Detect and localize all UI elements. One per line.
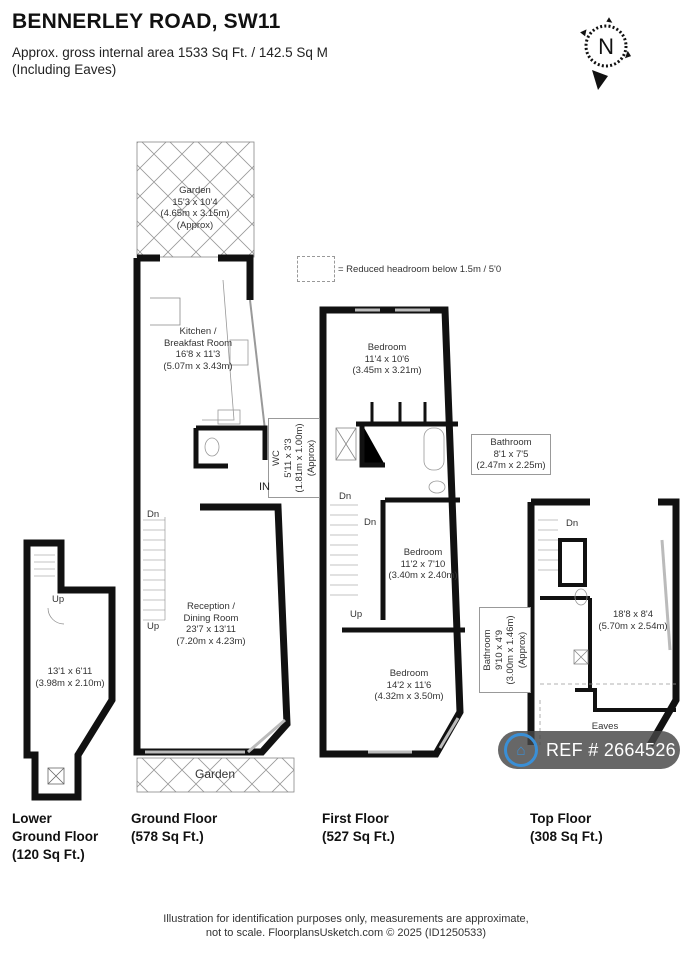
floor-name-lower-ground: Lower Ground Floor (120 Sq Ft.) bbox=[12, 811, 99, 862]
ff-stair-dn: Dn bbox=[339, 491, 352, 502]
lg-room-label: 13'1 x 6'11 (3.98m x 2.10m) bbox=[35, 666, 105, 689]
tf-bathroom-label: Bathroom 9'10 x 4'9 (3.00m x 1.46m) (App… bbox=[479, 607, 531, 693]
floor-name-first: First Floor (527 Sq Ft.) bbox=[322, 811, 395, 844]
gf-stair-dn: Dn bbox=[147, 509, 160, 520]
reception-label: Reception / Dining Room 23'7 x 13'11 (7.… bbox=[176, 601, 246, 647]
svg-text:N: N bbox=[598, 34, 614, 59]
garden-front-label: Garden bbox=[194, 767, 236, 781]
garden-rear-label: Garden 15'3 x 10'4 (4.65m x 3.15m) (Appr… bbox=[160, 185, 230, 231]
top-floor-plan bbox=[527, 498, 680, 747]
disclaimer: Illustration for identification purposes… bbox=[163, 913, 529, 939]
dashed-box-icon bbox=[297, 256, 335, 282]
headroom-legend: = Reduced headroom below 1.5m / 5'0 bbox=[297, 256, 501, 282]
ff-bedroom-1-label: Bedroom 11'4 x 10'6 (3.45m x 3.21m) bbox=[352, 342, 422, 376]
lower-ground-floor-plan bbox=[23, 539, 116, 801]
ff-bathroom-label: Bathroom 8'1 x 7'5 (2.47m x 2.25m) bbox=[471, 434, 551, 475]
lg-stair-up: Up bbox=[52, 594, 65, 605]
area-summary: Approx. gross internal area 1533 Sq Ft. … bbox=[12, 44, 328, 78]
first-floor-plan bbox=[319, 306, 465, 758]
home-icon: ⌂ bbox=[504, 733, 538, 767]
ff-bedroom-2-label: Bedroom 11'2 x 7'10 (3.40m x 2.40m) bbox=[388, 547, 458, 581]
entrance-label: IN bbox=[259, 481, 270, 493]
floor-name-ground: Ground Floor (578 Sq Ft.) bbox=[131, 811, 218, 844]
ff-stair-dn-2: Dn bbox=[364, 517, 377, 528]
compass-north-icon: N bbox=[580, 17, 632, 90]
area-note: (Including Eaves) bbox=[12, 62, 117, 77]
reference-number: REF # 2664526 bbox=[546, 739, 676, 760]
kitchen-label: Kitchen / Breakfast Room 16'8 x 11'3 (5.… bbox=[163, 326, 233, 372]
page-title: BENNERLEY ROAD, SW11 bbox=[12, 10, 281, 33]
legend-text: = Reduced headroom below 1.5m / 5'0 bbox=[338, 263, 502, 275]
ff-stair-up: Up bbox=[350, 609, 363, 620]
gf-stair-up: Up bbox=[147, 621, 160, 632]
gross-area: Approx. gross internal area 1533 Sq Ft. … bbox=[12, 45, 328, 60]
ff-bedroom-3-label: Bedroom 14'2 x 11'6 (4.32m x 3.50m) bbox=[374, 668, 444, 702]
ground-floor-plan bbox=[133, 141, 295, 793]
floor-name-top: Top Floor (308 Sq Ft.) bbox=[530, 811, 603, 844]
eaves-label: Eaves bbox=[591, 721, 619, 732]
wc-label: WC 5'11 x 3'3 (1.81m x 1.00m) (Approx) bbox=[268, 418, 320, 498]
tf-room-label: 18'8 x 8'4 (5.70m x 2.54m) bbox=[598, 609, 668, 632]
reference-badge: ⌂ REF # 2664526 bbox=[498, 731, 680, 769]
tf-stair-dn: Dn bbox=[566, 518, 579, 529]
